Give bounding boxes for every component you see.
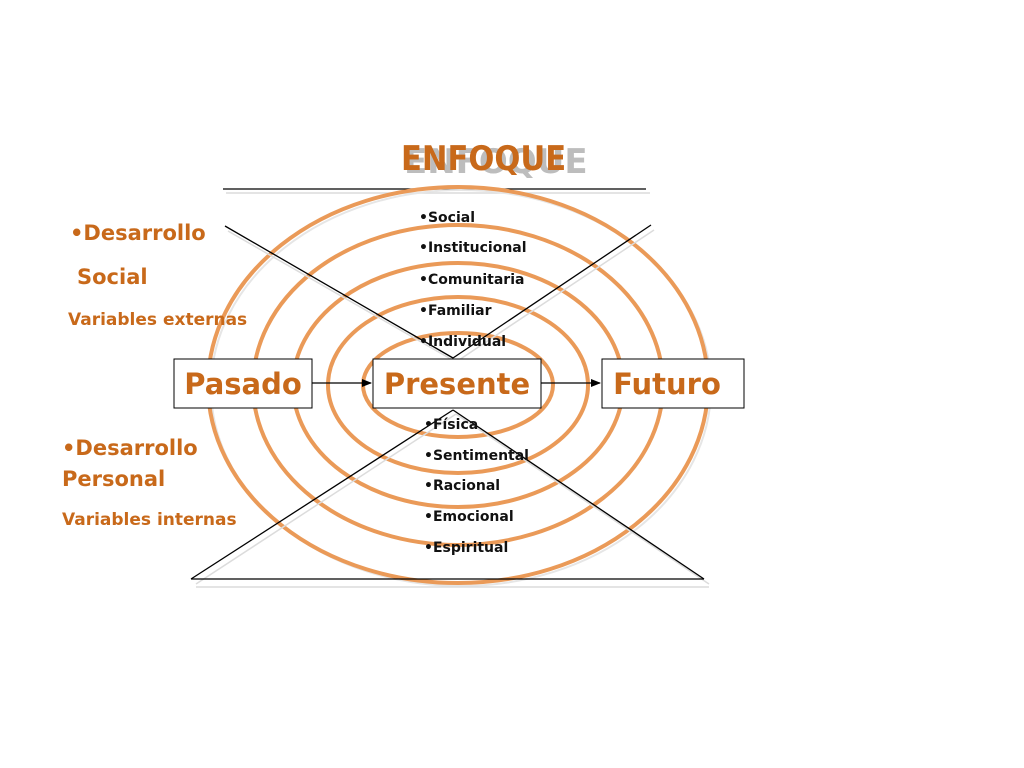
present-label: Presente <box>384 367 530 401</box>
lower-left-line <box>190 409 454 580</box>
list-item-fisica: •Física <box>424 417 478 433</box>
list-item-individual: •Individual <box>419 334 506 350</box>
past-label: Pasado <box>184 367 302 401</box>
personal-development-heading: •Desarrollo <box>62 436 198 460</box>
list-item-emocional: •Emocional <box>424 509 514 525</box>
social-development-subheading: Social <box>77 265 148 289</box>
internal-variables-label: Variables internas <box>62 510 237 530</box>
title-shadow: ENFOQUE <box>404 142 588 182</box>
list-item-racional: •Racional <box>424 478 500 494</box>
external-variables-label: Variables externas <box>68 310 247 330</box>
box-futuro: Futuro <box>601 358 745 409</box>
list-item-sentimental: •Sentimental <box>424 448 529 464</box>
social-development-heading: •Desarrollo <box>70 221 206 245</box>
list-item-social: •Social <box>419 210 475 226</box>
list-item-familiar: •Familiar <box>419 303 492 319</box>
personal-development-subheading: Personal <box>62 467 165 491</box>
page-title: ENFOQUE <box>401 139 566 179</box>
upper-left-line <box>224 225 454 359</box>
list-item-espiritual: •Espiritual <box>424 540 508 556</box>
social-development-label: •Desarrollo Social Variables externas <box>68 221 247 330</box>
lower-left-line-shadow <box>195 413 457 585</box>
internal-variables-list: •Física •Sentimental •Racional •Emociona… <box>424 417 529 556</box>
box-presente: Presente <box>372 358 542 409</box>
upper-right-line <box>452 224 652 359</box>
list-item-institucional: •Institucional <box>419 240 527 256</box>
ring-2 <box>326 295 590 475</box>
upper-left-line-shadow <box>227 230 457 363</box>
personal-development-label: •Desarrollo Personal Variables internas <box>62 436 237 530</box>
external-variables-list: •Social •Institucional •Comunitaria •Fam… <box>419 210 527 350</box>
upper-right-line-shadow <box>455 229 655 363</box>
lower-right-line-shadow <box>455 413 710 585</box>
future-label: Futuro <box>613 367 721 401</box>
box-pasado: Pasado <box>173 358 313 409</box>
list-item-comunitaria: •Comunitaria <box>419 272 524 288</box>
lower-right-line <box>452 409 705 580</box>
